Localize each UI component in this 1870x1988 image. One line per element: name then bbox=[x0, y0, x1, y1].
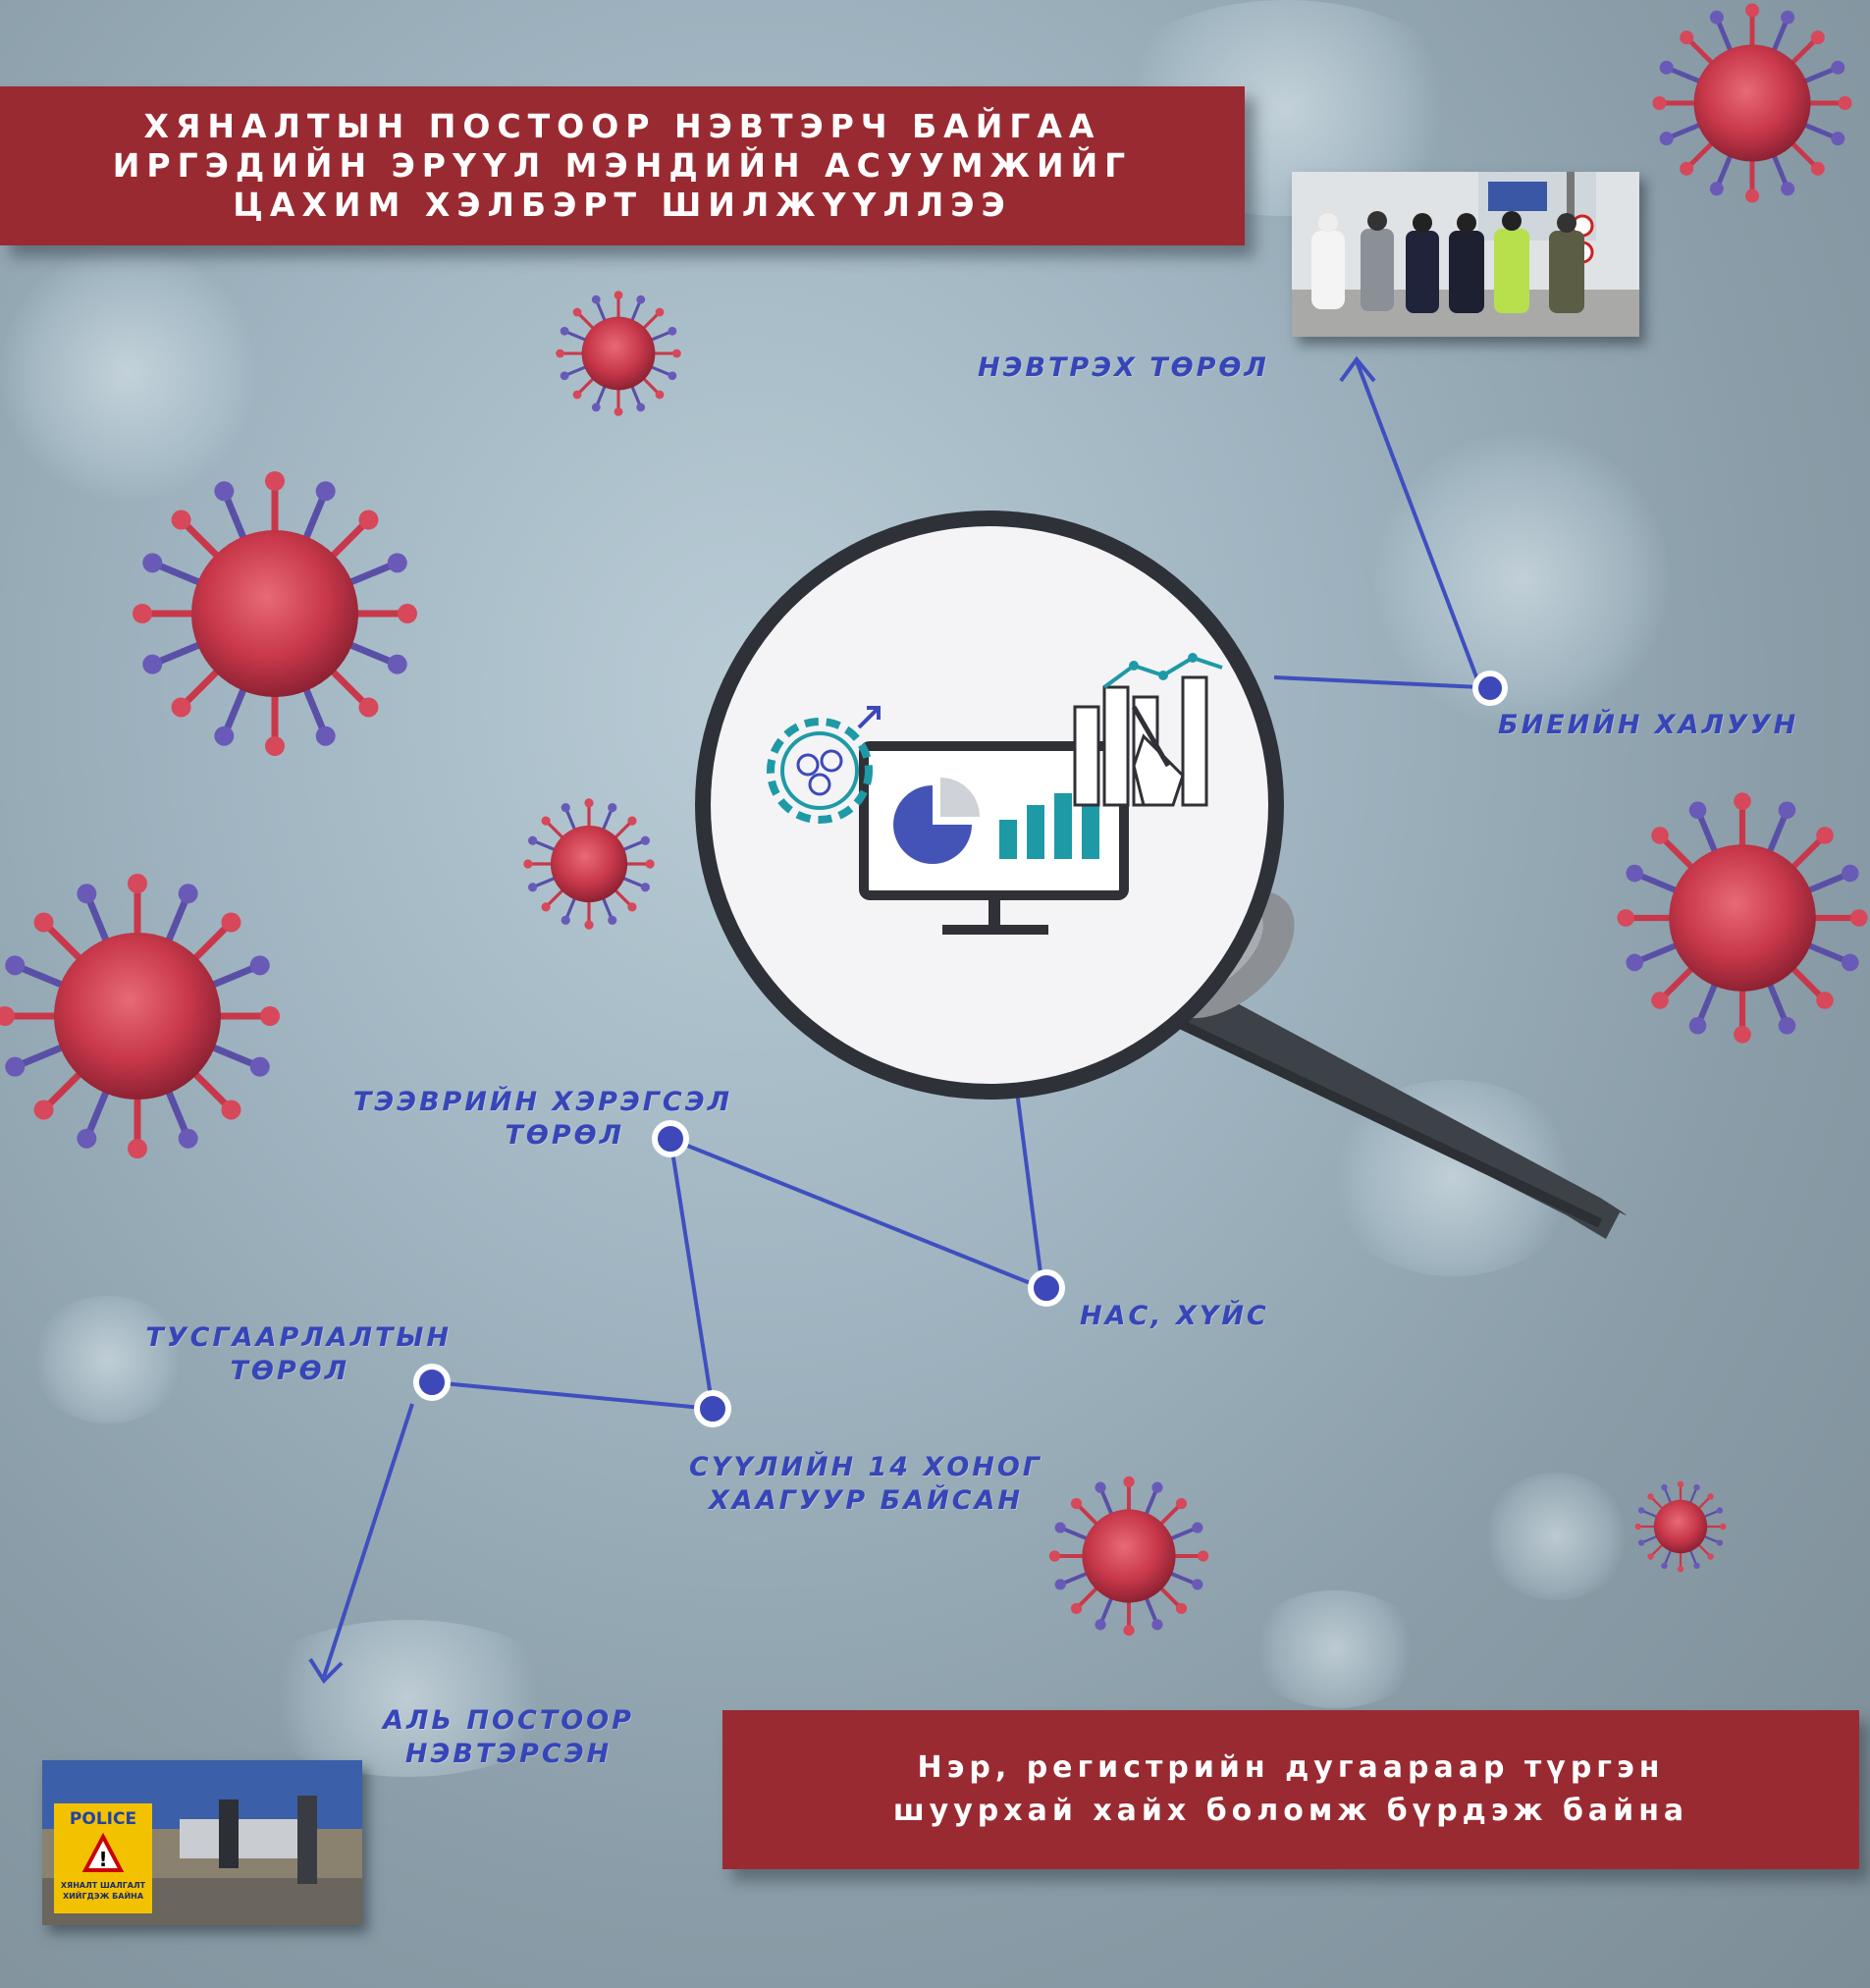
label-entry-type: НЭВТРЭХ ТӨРӨЛ bbox=[978, 352, 1269, 383]
virus-icon bbox=[1617, 792, 1868, 1044]
checkpoint-photo-top bbox=[1292, 172, 1639, 337]
label-body-temperature: БИЕИЙН ХАЛУУН bbox=[1498, 710, 1799, 740]
label-line: ТУСГААРЛАЛТЫН bbox=[145, 1322, 452, 1353]
label-line: ТӨРӨЛ bbox=[505, 1120, 624, 1151]
label-line: ТЭЭВРИЙН ХЭРЭГСЭЛ bbox=[352, 1087, 732, 1117]
label-last-14-days: СҮҮЛИЙН 14 ХОНОГ ХААГУУР БАЙСАН bbox=[660, 1451, 1072, 1518]
bar-chart-hand-icon bbox=[1073, 653, 1223, 807]
magnifier-icon bbox=[695, 510, 1627, 1239]
footer-banner: Нэр, регистрийн дугаараар түргэн шуурхай… bbox=[722, 1710, 1859, 1869]
checkpoint-photo-illustration bbox=[1292, 172, 1639, 337]
label-age-sex: НАС, ХҮЙС bbox=[1080, 1301, 1269, 1331]
label-which-post: АЛЬ ПОСТООР НЭВТЭРСЭН bbox=[361, 1704, 656, 1771]
label-line: НЭВТЭРСЭН bbox=[404, 1739, 613, 1769]
checkpoint-photo-bottom: ! POLICE ХЯНАЛТ ШАЛГАЛТ ХИЙГДЭЖ БАЙНА bbox=[42, 1760, 362, 1925]
label-line: ХААГУУР БАЙСАН bbox=[708, 1485, 1023, 1516]
header-line: ИРГЭДИЙН ЭРҮҮЛ МЭНДИЙН АСУУМЖИЙГ bbox=[112, 146, 1133, 185]
virus-icon bbox=[0, 874, 280, 1158]
header-line: ХЯНАЛТЫН ПОСТООР НЭВТЭРЧ БАЙГАА bbox=[143, 107, 1101, 145]
bokeh bbox=[1374, 432, 1669, 726]
label-line: СҮҮЛИЙН 14 ХОНОГ bbox=[688, 1452, 1043, 1482]
bokeh bbox=[1247, 1590, 1423, 1708]
bokeh bbox=[29, 1296, 187, 1424]
footer-line: шуурхай хайх боломж бүрдэж байна bbox=[892, 1794, 1689, 1828]
police-sign-line: ХИЙГДЭЖ БАЙНА bbox=[62, 1892, 144, 1901]
header-banner: ХЯНАЛТЫН ПОСТООР НЭВТЭРЧ БАЙГАА ИРГЭДИЙН… bbox=[0, 86, 1245, 245]
police-sign-line: ХЯНАЛТ ШАЛГАЛТ bbox=[60, 1881, 146, 1890]
virus-icon bbox=[523, 798, 655, 930]
police-sign-text: ХЯНАЛТ ШАЛГАЛТ ХИЙГДЭЖ БАЙНА bbox=[58, 1880, 148, 1902]
label-line: ТӨРӨЛ bbox=[230, 1356, 349, 1386]
label-isolation-type: ТУСГААРЛАЛТЫН ТӨРӨЛ bbox=[94, 1321, 454, 1388]
bokeh bbox=[245, 1620, 569, 1777]
virus-icon bbox=[1634, 1480, 1727, 1573]
virus-icon bbox=[1652, 3, 1852, 203]
header-line: ЦАХИМ ХЭЛБЭРТ ШИЛЖҮҮЛЛЭЭ bbox=[233, 186, 1012, 224]
police-photo-illustration: ! bbox=[42, 1760, 362, 1925]
bokeh bbox=[1482, 1473, 1630, 1600]
virus-icon bbox=[1048, 1476, 1209, 1637]
bokeh bbox=[0, 245, 255, 501]
footer-line: Нэр, регистрийн дугаараар түргэн bbox=[917, 1750, 1665, 1785]
gear-icon bbox=[767, 706, 881, 824]
svg-text:!: ! bbox=[98, 1848, 107, 1871]
label-line: АЛЬ ПОСТООР bbox=[383, 1705, 634, 1736]
virus-icon bbox=[133, 471, 417, 756]
connector-nodes bbox=[413, 671, 1508, 1427]
label-vehicle-type: ТЭЭВРИЙН ХЭРЭГСЭЛ ТӨРӨЛ bbox=[340, 1086, 732, 1153]
virus-icon bbox=[556, 291, 681, 416]
police-sign-title: POLICE bbox=[69, 1809, 137, 1829]
